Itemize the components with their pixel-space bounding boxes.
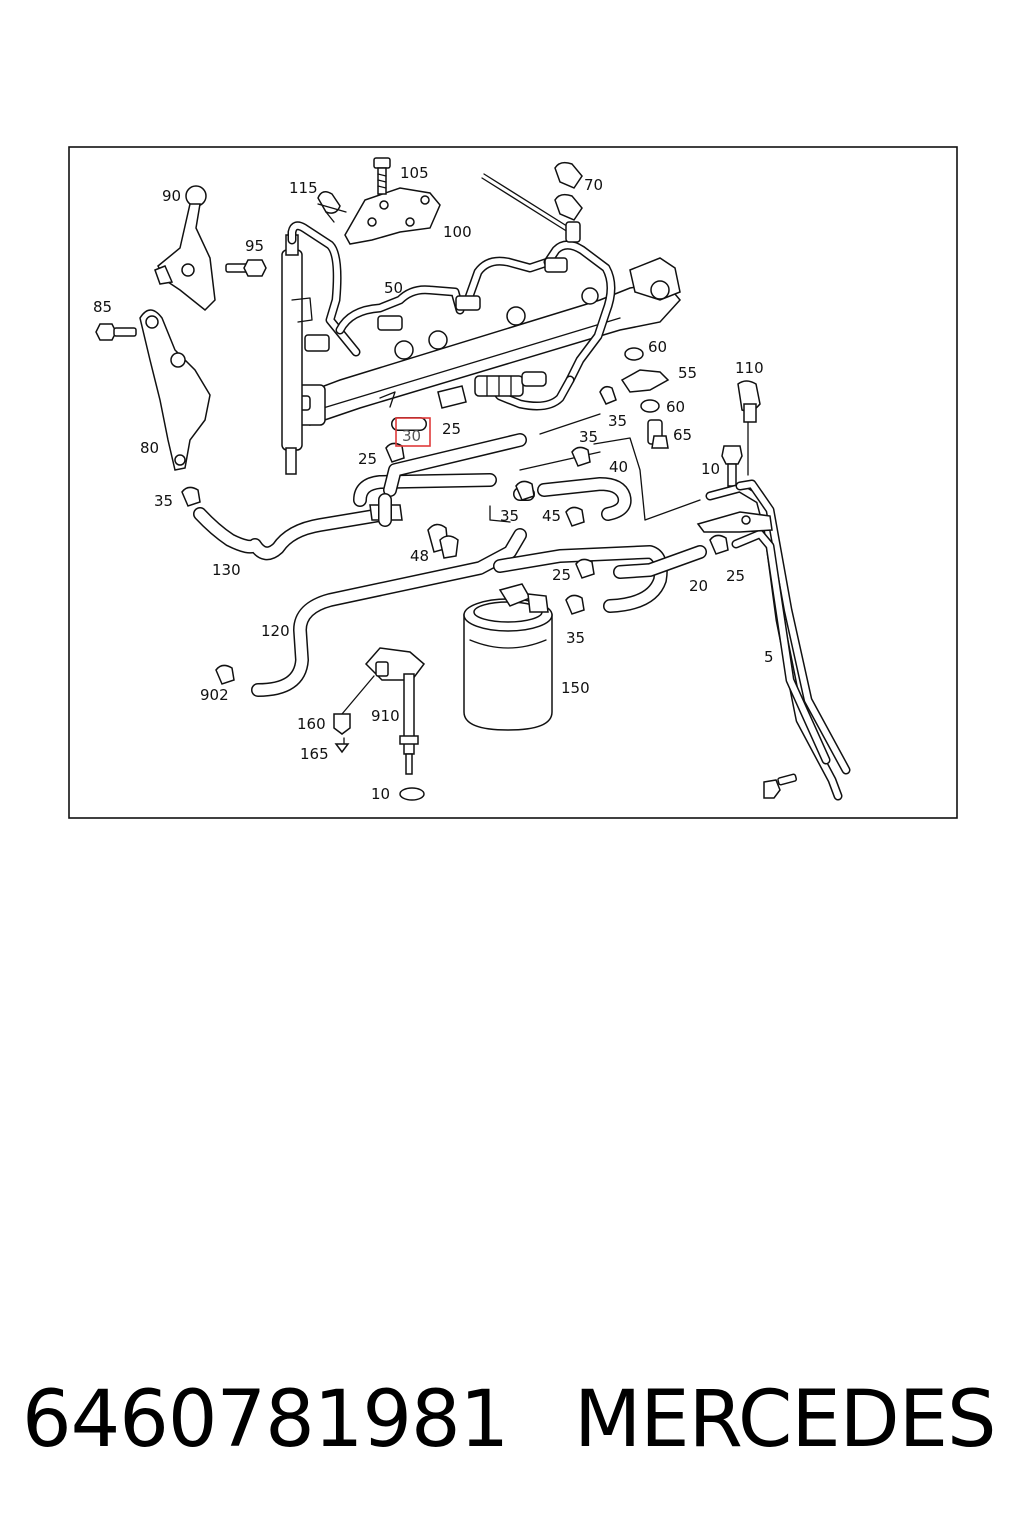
callout-label: 165 (300, 745, 329, 763)
callout-label: 910 (371, 707, 400, 725)
callout-label: 60 (648, 338, 667, 356)
callout-label: 25 (552, 566, 571, 584)
diagram-frame (68, 146, 958, 819)
clip-110 (737, 380, 761, 423)
callout-label: 50 (384, 279, 403, 297)
plug-902-910 (333, 713, 351, 754)
callout-labels: 90 115 105 70 95 100 85 50 60 55 110 60 … (93, 164, 774, 803)
callout-label: 35 (608, 412, 627, 430)
callout-label: 35 (154, 492, 173, 510)
callout-label: 95 (245, 237, 264, 255)
callout-label: 40 (609, 458, 628, 476)
fuel-lines-5 (696, 479, 851, 801)
callout-label: 70 (584, 176, 603, 194)
callout-30-highlighted: 30 (402, 427, 421, 445)
callout-label: 120 (261, 622, 290, 640)
callout-label: 25 (442, 420, 461, 438)
callout-label: 25 (358, 450, 377, 468)
callout-label: 5 (764, 648, 774, 666)
fuel-filter-150 (463, 583, 553, 731)
fuel-system-diagram: 90 115 105 70 95 100 85 50 60 55 110 60 … (68, 146, 958, 819)
hose-130 (193, 507, 387, 561)
return-connector (437, 371, 547, 409)
callout-label: 45 (542, 507, 561, 525)
callout-label: 35 (566, 629, 585, 647)
callout-label: 100 (443, 223, 472, 241)
injector-lines (287, 221, 616, 411)
callout-label: 130 (212, 561, 241, 579)
callout-label: 115 (289, 179, 318, 197)
clip-115 (317, 191, 347, 223)
callout-label: 25 (726, 567, 745, 585)
fittings-55-60-65 (599, 347, 670, 449)
callout-label: 110 (735, 359, 764, 377)
callout-label: 35 (500, 507, 519, 525)
callout-label: 80 (140, 439, 159, 457)
callout-label: 10 (371, 785, 390, 803)
callout-label: 48 (410, 547, 429, 565)
footer: 6460781981 MERCEDES (0, 1370, 1024, 1470)
sensor-160 (364, 647, 426, 775)
callout-label: 150 (561, 679, 590, 697)
callout-label: 105 (400, 164, 429, 182)
callout-label: 55 (678, 364, 697, 382)
callout-label: 85 (93, 298, 112, 316)
part-number: 6460781981 (22, 1375, 509, 1465)
callout-label: 160 (297, 715, 326, 733)
callout-label: 902 (200, 686, 229, 704)
callout-label: 65 (673, 426, 692, 444)
hose-clamps (181, 442, 729, 685)
hose-120 (251, 528, 668, 697)
callout-label: 20 (689, 577, 708, 595)
bracket-80 (139, 309, 211, 471)
callout-label: 90 (162, 187, 181, 205)
highlight-box (395, 417, 431, 447)
callout-label: 10 (701, 460, 720, 478)
brand-name: MERCEDES (574, 1375, 996, 1465)
cable-tie-70 (481, 161, 583, 243)
bolt-105 (373, 157, 391, 195)
bolt-10-top (721, 445, 743, 487)
injector (281, 234, 313, 475)
callout-label: 60 (666, 398, 685, 416)
o-ring-165 (399, 787, 425, 801)
lever-90 (154, 185, 216, 312)
bolt-10-bottom (763, 773, 798, 799)
callout-label: 35 (579, 428, 598, 446)
bracket-100 (344, 187, 441, 245)
t-connector (353, 433, 527, 527)
hose-20 (613, 545, 707, 579)
bolt-95 (225, 259, 267, 277)
bolt-85 (95, 323, 137, 341)
